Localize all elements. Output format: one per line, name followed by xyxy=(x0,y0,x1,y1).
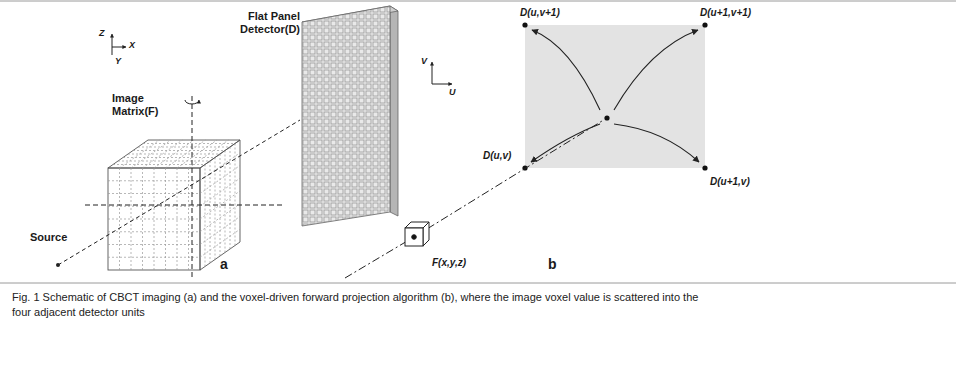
voxel-grid-line xyxy=(230,147,231,249)
voxel-grid-line xyxy=(123,157,215,158)
voxel-grid-line xyxy=(177,168,178,270)
projection-ray xyxy=(345,121,602,278)
voxel-label: F(x,y,z) xyxy=(432,257,466,269)
axis-label: V xyxy=(421,56,427,66)
detector-label: Flat Panel Detector(D) xyxy=(232,10,300,35)
source-label: Source xyxy=(30,231,67,244)
voxel-grid-line xyxy=(225,151,226,253)
top-rule xyxy=(0,1,956,2)
voxel-grid-line xyxy=(131,168,132,270)
figure-caption: Fig. 1 Schematic of CBCT imaging (a) and… xyxy=(12,290,712,320)
voxel-grid-line xyxy=(108,231,200,232)
detector-unit-dots xyxy=(522,22,707,170)
matrix-label: Image Matrix(F) xyxy=(112,92,176,117)
voxel-grid-line xyxy=(166,140,206,168)
axis-label: X xyxy=(129,40,135,50)
detector-unit-label: D(u,v) xyxy=(483,150,511,162)
caption-rule xyxy=(0,283,956,284)
panel-letter: b xyxy=(548,256,557,272)
detector-cell-area xyxy=(525,25,705,168)
voxel-grid-line xyxy=(189,140,229,168)
voxel-grid-line xyxy=(188,168,189,270)
voxel-grid-line xyxy=(200,217,240,245)
axis-label: Y xyxy=(115,56,121,66)
detector-unit-label: D(u,v+1) xyxy=(520,7,560,19)
voxel-grid-line xyxy=(133,150,225,151)
voxel-grid-line xyxy=(138,147,230,148)
voxel-grid-line xyxy=(177,140,217,168)
axis-label: Z xyxy=(99,28,105,38)
flat-panel-detector xyxy=(302,6,398,226)
voxel-grid-line xyxy=(200,229,240,257)
coordinate-axes xyxy=(112,34,126,55)
voxel-grid-line xyxy=(108,219,200,220)
voxel-grid-line xyxy=(200,204,240,232)
voxel-grid-line xyxy=(165,168,166,270)
rotation-axis xyxy=(56,96,300,278)
voxel-grid-line xyxy=(154,140,194,168)
detector-unit-label: D(u+1,v+1) xyxy=(700,7,751,19)
voxel-cube xyxy=(405,222,429,246)
detector-unit-label: D(u+1,v) xyxy=(710,176,750,188)
voxel-grid-line xyxy=(143,143,235,144)
panel-letter: a xyxy=(220,256,228,272)
voxel-grid-line xyxy=(142,168,143,270)
axis-label: U xyxy=(449,87,456,97)
voxel-grid-line xyxy=(119,168,120,270)
voxel-grid-line xyxy=(108,257,200,258)
scatter-arrows xyxy=(531,30,699,162)
voxel-grid-line xyxy=(108,244,200,245)
detector-axes xyxy=(432,62,452,84)
voxel-grid-line xyxy=(215,158,216,260)
